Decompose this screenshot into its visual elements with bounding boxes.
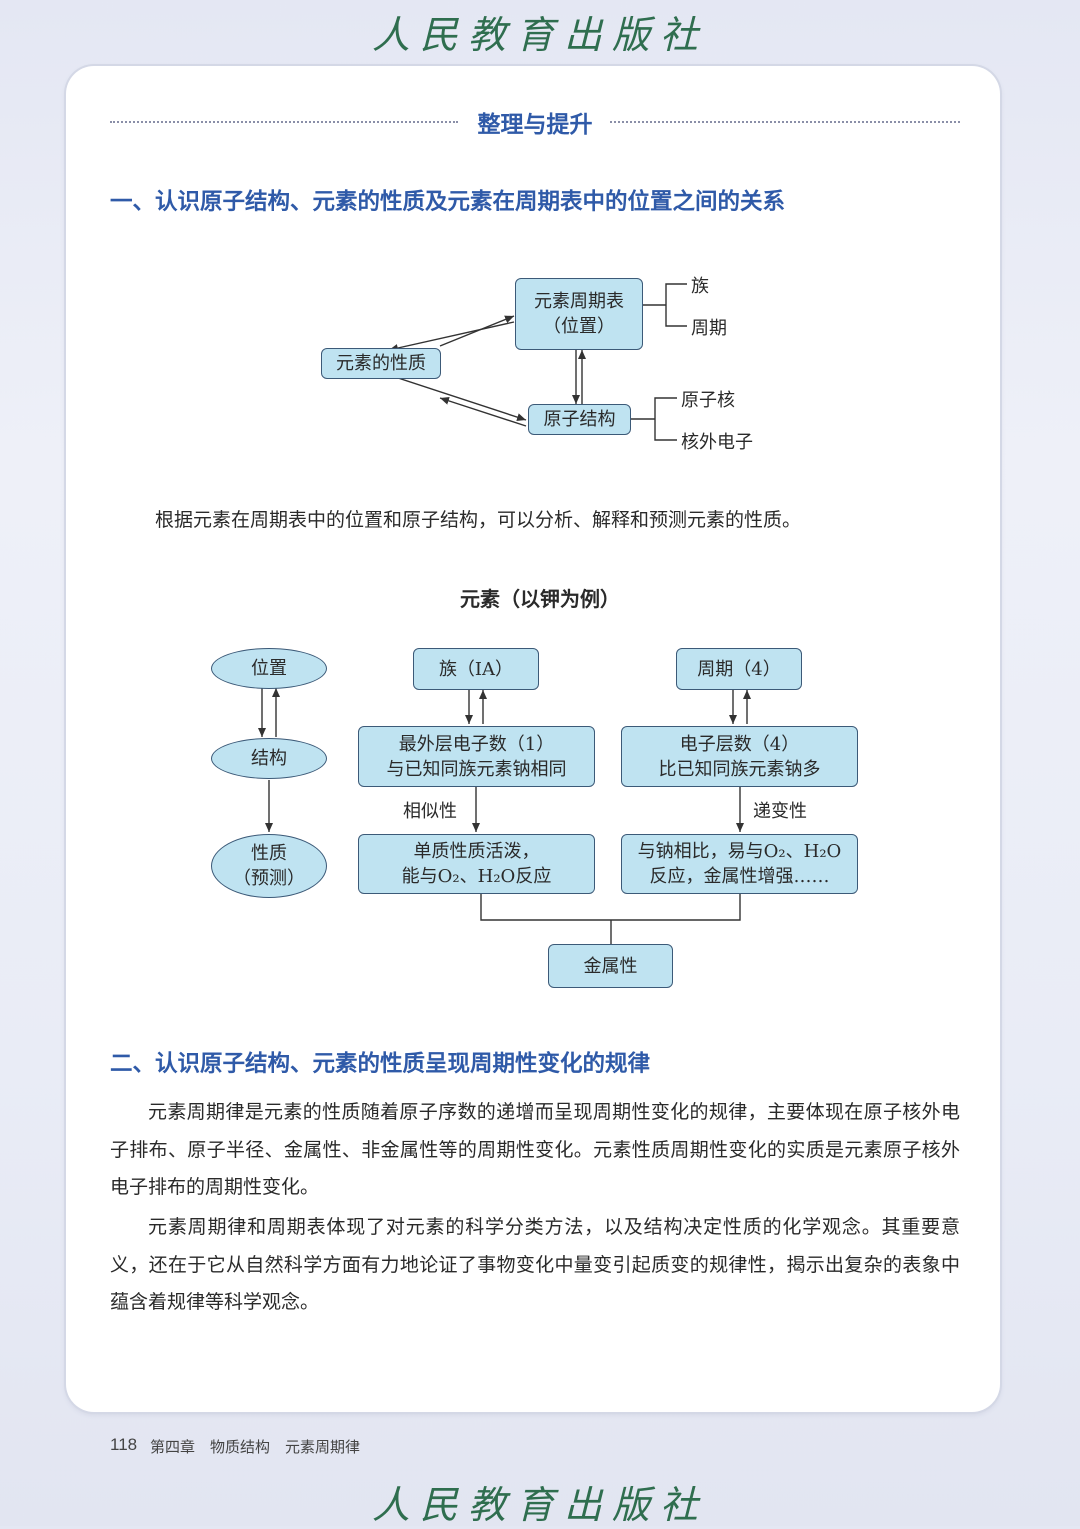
node-periodic-table-line1: 元素周期表: [534, 291, 624, 312]
label-electrons: 核外电子: [681, 432, 753, 453]
part2-heading: 二、认识原子结构、元素的性质呈现周期性变化的规律: [110, 1051, 651, 1077]
node-outer-electrons-line1: 最外层电子数（1）: [398, 733, 555, 755]
publisher-logo-bottom: 人民教育出版社: [371, 1483, 708, 1527]
bracket-table: [665, 283, 687, 327]
node-electron-shells-line1: 电子层数（4）: [679, 733, 800, 755]
node-simple-substance: 单质性质活泼， 能与O₂、H₂O反应: [358, 834, 595, 894]
node-simple-substance-line2: 能与O₂、H₂O反应: [401, 866, 552, 887]
publisher-logo-top: 人民教育出版社: [371, 13, 708, 57]
ellipse-property: 性质 （预测）: [211, 834, 327, 898]
node-compare-sodium: 与钠相比，易与O₂、H₂O 反应，金属性增强……: [621, 834, 858, 894]
node-compare-sodium-line2: 反应，金属性增强……: [649, 866, 830, 887]
potassium-diagram-title: 元素（以钾为例）: [460, 587, 620, 611]
node-outer-electrons: 最外层电子数（1） 与已知同族元素钠相同: [358, 726, 595, 787]
part2-paragraph-2: 元素周期律和周期表体现了对元素的科学分类方法，以及结构决定性质的化学观念。其重要…: [110, 1216, 960, 1313]
arrow-table-to-properties: [388, 321, 515, 352]
node-atomic-structure: 原子结构: [528, 404, 631, 435]
bracket-structure: [654, 397, 677, 441]
section-heading-title: 整理与提升: [477, 112, 593, 138]
node-electron-shells-line2: 比已知同族元素钠多: [658, 758, 821, 780]
label-gradation: 递变性: [753, 801, 807, 822]
section-heading: 整理与提升: [110, 105, 960, 141]
label-similarity: 相似性: [403, 801, 457, 822]
arrow-structure-to-properties: [439, 396, 527, 427]
part1-heading: 一、认识原子结构、元素的性质及元素在周期表中的位置之间的关系: [110, 189, 786, 215]
part2-paragraph-1: 元素周期律是元素的性质随着原子序数的递增而呈现周期性变化的规律，主要体现在原子核…: [110, 1101, 960, 1198]
label-nucleus: 原子核: [681, 390, 735, 411]
page-number: 118: [110, 1435, 138, 1454]
node-period-4: 周期（4）: [676, 648, 802, 690]
part1-summary: 根据元素在周期表中的位置和原子结构，可以分析、解释和预测元素的性质。: [155, 509, 802, 531]
node-group-ia: 族（ⅠA）: [413, 648, 539, 690]
ellipse-property-line1: 性质: [251, 843, 287, 864]
node-periodic-table-line2: （位置）: [543, 316, 615, 337]
label-period: 周期: [691, 318, 727, 339]
ellipse-property-line2: （预测）: [233, 868, 305, 889]
heading-divider-left: [110, 121, 458, 123]
node-compare-sodium-line1: 与钠相比，易与O₂、H₂O: [637, 841, 842, 862]
node-element-properties: 元素的性质: [321, 348, 441, 379]
node-periodic-table: 元素周期表 （位置）: [515, 278, 643, 350]
arrow-properties-to-structure: [388, 374, 527, 421]
node-electron-shells: 电子层数（4） 比已知同族元素钠多: [621, 726, 858, 787]
heading-divider-right: [610, 121, 960, 123]
ellipse-structure: 结构: [211, 738, 327, 779]
node-simple-substance-line1: 单质性质活泼，: [413, 841, 540, 862]
node-metallic: 金属性: [548, 944, 673, 988]
chapter-title: 第四章 物质结构 元素周期律: [150, 1438, 361, 1456]
ellipse-position: 位置: [211, 648, 327, 689]
label-group: 族: [691, 276, 709, 297]
node-outer-electrons-line2: 与已知同族元素钠相同: [386, 758, 567, 780]
